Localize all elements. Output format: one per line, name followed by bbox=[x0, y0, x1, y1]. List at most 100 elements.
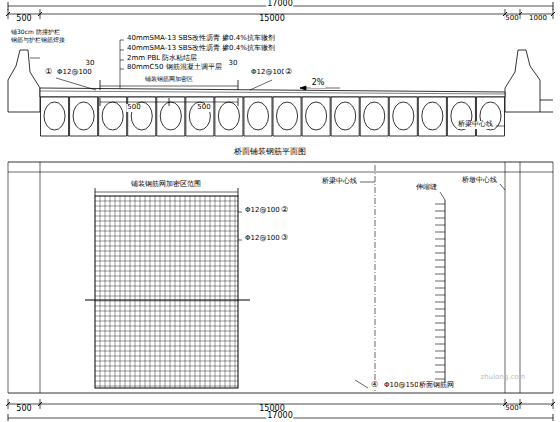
mesh-bar bbox=[115, 196, 116, 388]
mesh-bar bbox=[220, 196, 221, 388]
mesh-bar bbox=[95, 281, 238, 282]
drawing-label: Φ12@100 bbox=[250, 69, 287, 77]
beam-void bbox=[364, 102, 385, 130]
drawing-line bbox=[100, 80, 101, 90]
mesh-bar bbox=[150, 196, 151, 388]
mesh-bar bbox=[160, 196, 161, 388]
joint-tick bbox=[435, 351, 445, 352]
drawing-line bbox=[238, 98, 239, 106]
mesh-bar bbox=[95, 231, 238, 232]
joint-tick bbox=[435, 232, 445, 233]
joint-tick bbox=[435, 225, 445, 226]
mesh-bar bbox=[95, 386, 238, 387]
drawing-label: 17000 bbox=[266, 412, 293, 421]
plan-edge bbox=[8, 393, 553, 394]
leader-line bbox=[500, 184, 505, 190]
joint-tick bbox=[435, 246, 445, 247]
drawing-label: 500 bbox=[15, 405, 32, 414]
beam-void bbox=[218, 102, 239, 130]
plan-edge bbox=[520, 162, 521, 393]
mesh-bar bbox=[95, 321, 238, 322]
drawing-label: 40mmSMA-13 SBS改性沥青 掺0.4%抗车辙剂 bbox=[126, 35, 276, 43]
joint-tick bbox=[435, 260, 445, 261]
mesh-bar bbox=[95, 291, 238, 292]
drawing-label: 2% bbox=[311, 79, 326, 88]
mesh-bar bbox=[95, 376, 238, 377]
slab-beam bbox=[331, 97, 359, 136]
drawing-label: 500 bbox=[504, 15, 519, 23]
drawing-label: 钢筋与护栏钢筋焊接 bbox=[10, 37, 66, 44]
slab-beam bbox=[99, 97, 127, 136]
drawing-label: 500 bbox=[196, 104, 211, 112]
drawing-line bbox=[95, 188, 96, 196]
beam-void bbox=[277, 102, 298, 130]
joint-tick bbox=[435, 358, 445, 359]
barrier bbox=[505, 50, 540, 112]
slab-beam bbox=[302, 97, 330, 136]
joint-tick bbox=[435, 253, 445, 254]
mesh-bar bbox=[95, 216, 238, 217]
mesh-bar bbox=[95, 236, 238, 237]
joint-tick bbox=[435, 337, 445, 338]
leader-line bbox=[120, 40, 121, 89]
beam-void bbox=[335, 102, 356, 130]
beam-void bbox=[73, 102, 94, 130]
mesh-bar bbox=[95, 341, 238, 342]
plan-edge bbox=[40, 162, 41, 393]
mesh-bar bbox=[200, 196, 201, 388]
slab-beam bbox=[447, 97, 475, 136]
drawing-label: 30 bbox=[85, 60, 96, 68]
drawing-label: Φ12@100 bbox=[244, 207, 281, 215]
mesh-bar bbox=[210, 196, 211, 388]
leader-line bbox=[238, 240, 242, 241]
mesh-bar bbox=[175, 196, 176, 388]
rebar-mesh bbox=[95, 196, 238, 388]
joint-line bbox=[85, 299, 250, 300]
beam-void bbox=[160, 102, 181, 130]
joint-tick bbox=[435, 323, 445, 324]
drawing-line bbox=[95, 192, 238, 193]
dimension-tick bbox=[551, 402, 555, 406]
mesh-bar bbox=[95, 316, 238, 317]
slab-beam bbox=[244, 97, 272, 136]
center-line bbox=[375, 165, 376, 393]
drawing-label: Φ10@150 bbox=[383, 382, 420, 390]
drawing-label: ② bbox=[280, 206, 289, 215]
mesh-bar bbox=[95, 286, 238, 287]
slab-beam bbox=[128, 97, 156, 136]
joint-tick bbox=[435, 330, 445, 331]
drawing-label: 桥墩中心线 bbox=[461, 177, 498, 185]
drawing-label: 铺30cm 防撞护栏 bbox=[10, 29, 61, 36]
beam-void bbox=[102, 102, 123, 130]
mesh-bar bbox=[95, 251, 238, 252]
mesh-bar bbox=[125, 196, 126, 388]
drawing-label: 80mmC50 钢筋混凝土调平层 bbox=[126, 64, 223, 72]
pavement-layer bbox=[40, 91, 505, 94]
joint-tick bbox=[435, 218, 445, 219]
mesh-bar bbox=[230, 196, 231, 388]
mesh-bar bbox=[190, 196, 191, 388]
mesh-bar bbox=[205, 196, 206, 388]
plan-edge bbox=[553, 162, 554, 393]
mesh-bar bbox=[185, 196, 186, 388]
mesh-bar bbox=[95, 366, 238, 367]
drawing-line bbox=[540, 100, 553, 101]
drawing-label: 15000 bbox=[258, 15, 285, 24]
mesh-bar bbox=[180, 196, 181, 388]
beam-void bbox=[306, 102, 327, 130]
leader-line bbox=[250, 80, 272, 90]
mesh-bar bbox=[95, 381, 238, 382]
dimension-tick bbox=[6, 12, 10, 16]
mesh-bar bbox=[95, 241, 238, 242]
slab-beam bbox=[70, 97, 98, 136]
leader-line bbox=[120, 60, 124, 61]
joint-tick bbox=[435, 211, 445, 212]
mesh-bar bbox=[95, 301, 238, 302]
mesh-bar bbox=[110, 196, 111, 388]
leader-line bbox=[238, 212, 242, 213]
slab-beam bbox=[418, 97, 446, 136]
drawing-label: ② bbox=[284, 68, 293, 77]
drawing-label: 500 bbox=[126, 104, 141, 112]
joint-tick bbox=[435, 288, 445, 289]
mesh-bar bbox=[95, 201, 238, 202]
